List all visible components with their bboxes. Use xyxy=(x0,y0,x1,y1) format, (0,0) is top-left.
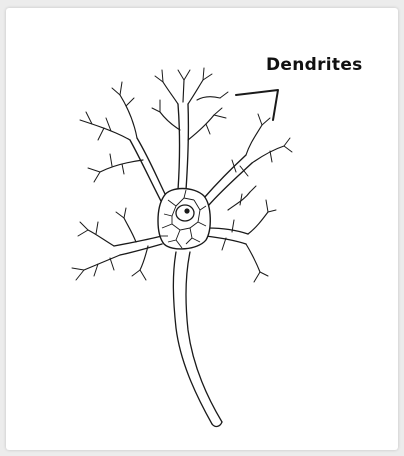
dendrite-right xyxy=(204,114,292,206)
label-pointer xyxy=(236,90,278,120)
dendrite-left xyxy=(72,208,162,280)
dendrites-label: Dendrites xyxy=(266,55,363,75)
dendrite-top xyxy=(152,68,228,190)
nucleus xyxy=(176,205,194,221)
axon xyxy=(173,252,222,426)
dendrite-upper-left xyxy=(80,82,168,205)
dendrite-lower-right xyxy=(206,186,276,282)
